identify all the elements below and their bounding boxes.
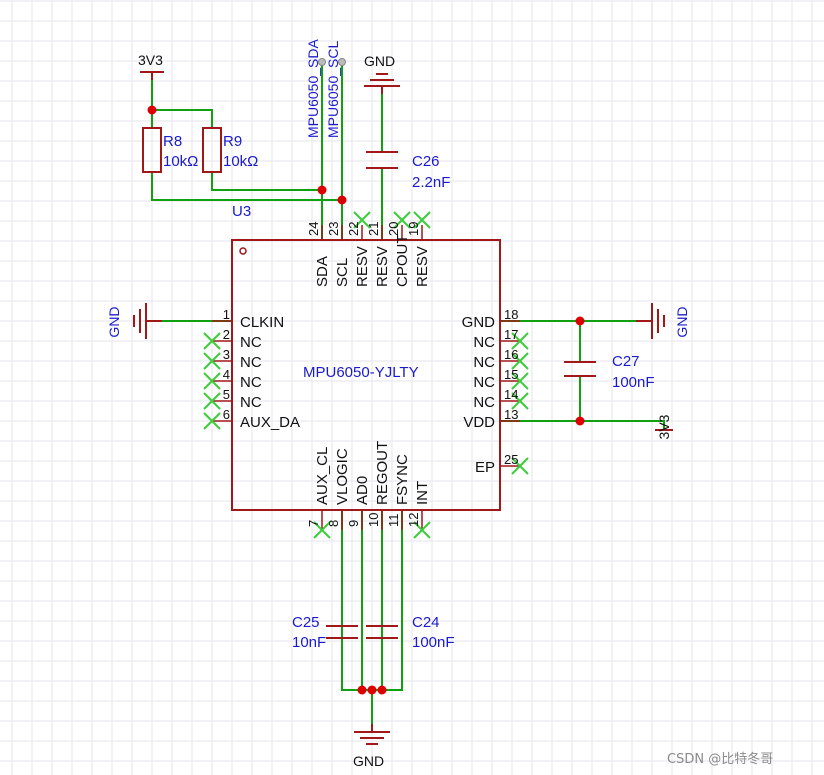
pin-name: NC xyxy=(240,374,262,391)
pin-name: VDD xyxy=(463,414,495,431)
vcc-symbol-top xyxy=(140,71,164,80)
pin-number: 20 xyxy=(386,222,401,236)
pin-name: SDA xyxy=(314,256,331,287)
pin-name: GND xyxy=(462,314,496,331)
pin-name: RESV xyxy=(354,246,371,287)
vcc-top-label: 3V3 xyxy=(138,52,163,68)
pin-name: NC xyxy=(473,334,495,351)
pin-name: FSYNC xyxy=(394,454,411,505)
pin-number: 23 xyxy=(326,222,341,236)
r9-ref-label: R9 xyxy=(223,133,242,150)
pin-number: 12 xyxy=(406,513,421,527)
pin-number: 6 xyxy=(223,407,230,422)
resistor-r8 xyxy=(142,127,162,173)
c27-ref-label: C27 xyxy=(612,353,640,370)
chip-ref-label: U3 xyxy=(232,203,251,220)
pin-name: AD0 xyxy=(354,476,371,505)
pin-number: 18 xyxy=(504,307,518,322)
c26-ref-label: C26 xyxy=(412,153,440,170)
c25-value-label: 10nF xyxy=(292,634,326,651)
pin-name: AUX_CL xyxy=(314,447,331,505)
pin-number: 14 xyxy=(504,387,518,402)
pin-name: INT xyxy=(414,481,431,505)
gnd-symbol-bottom xyxy=(354,724,390,745)
pin-name: REGOUT xyxy=(374,441,391,505)
net-sda-label: MPU6050_SDA xyxy=(305,39,321,138)
c26-value-label: 2.2nF xyxy=(412,174,450,191)
r8-value-label: 10kΩ xyxy=(163,153,198,170)
pin-name: CPOUT xyxy=(394,235,411,288)
r9-value-label: 10kΩ xyxy=(223,153,258,170)
pin-number: 3 xyxy=(223,347,230,362)
pin-name: VLOGIC xyxy=(334,448,351,505)
pin-number: 25 xyxy=(504,452,518,467)
gnd-symbol-right xyxy=(636,303,665,339)
capacitor-c25 xyxy=(326,625,358,639)
pin-number: 15 xyxy=(504,367,518,382)
pin-name: NC xyxy=(240,394,262,411)
junction-dots xyxy=(147,105,585,695)
resistor-r9 xyxy=(202,127,222,173)
c24-ref-label: C24 xyxy=(412,614,440,631)
pin-number: 8 xyxy=(326,520,341,527)
no-connect-markers xyxy=(203,211,529,539)
watermark: CSDN @比特冬哥 xyxy=(667,751,773,767)
c27-value-label: 100nF xyxy=(612,374,655,391)
gnd-top-label: GND xyxy=(364,53,395,69)
r8-ref-label: R8 xyxy=(163,133,182,150)
pin-name: NC xyxy=(473,354,495,371)
gnd-right-label: GND xyxy=(674,306,690,337)
pin-name: SCL xyxy=(334,258,351,287)
net-scl-label: MPU6050_SCL xyxy=(325,41,341,138)
pin-number: 10 xyxy=(366,513,381,527)
c24-value-label: 100nF xyxy=(412,634,455,651)
capacitor-c24 xyxy=(366,625,398,639)
pin-number: 5 xyxy=(223,387,230,402)
pin-number: 9 xyxy=(346,520,361,527)
pin-number: 16 xyxy=(504,347,518,362)
pin-number: 17 xyxy=(504,327,518,342)
vcc-right-label: 3V3 xyxy=(656,414,672,439)
pin-name: NC xyxy=(240,334,262,351)
gnd-bottom-label: GND xyxy=(353,753,384,769)
pin-name: NC xyxy=(473,374,495,391)
pin-number: 22 xyxy=(346,222,361,236)
net-flag-points xyxy=(318,58,346,66)
chip-part-label: MPU6050-YJLTY xyxy=(303,364,419,381)
gnd-symbol-left xyxy=(133,303,162,339)
pin-name: CLKIN xyxy=(240,314,284,331)
pin-number: 7 xyxy=(306,520,321,527)
pin-name: NC xyxy=(240,354,262,371)
pin-name: EP xyxy=(475,459,495,476)
capacitor-c27 xyxy=(564,361,596,377)
pin-number: 4 xyxy=(223,367,230,382)
pin-name: NC xyxy=(473,394,495,411)
mpu6050-chip xyxy=(231,239,501,511)
c25-ref-label: C25 xyxy=(292,614,320,631)
gnd-left-label: GND xyxy=(106,306,122,337)
capacitor-c26 xyxy=(366,151,398,169)
pin-number: 24 xyxy=(306,222,321,236)
pin-number: 13 xyxy=(504,407,518,422)
pin-number: 11 xyxy=(386,514,401,528)
pin-number: 1 xyxy=(223,307,230,322)
pin-number: 21 xyxy=(366,222,381,236)
pin-name: RESV xyxy=(414,246,431,287)
pin-number: 19 xyxy=(406,222,421,236)
pin-number: 2 xyxy=(223,327,230,342)
gnd-symbol-top xyxy=(364,73,400,94)
pin-name: AUX_DA xyxy=(240,414,300,431)
pin-leads xyxy=(212,225,520,530)
pin-name: RESV xyxy=(374,246,391,287)
